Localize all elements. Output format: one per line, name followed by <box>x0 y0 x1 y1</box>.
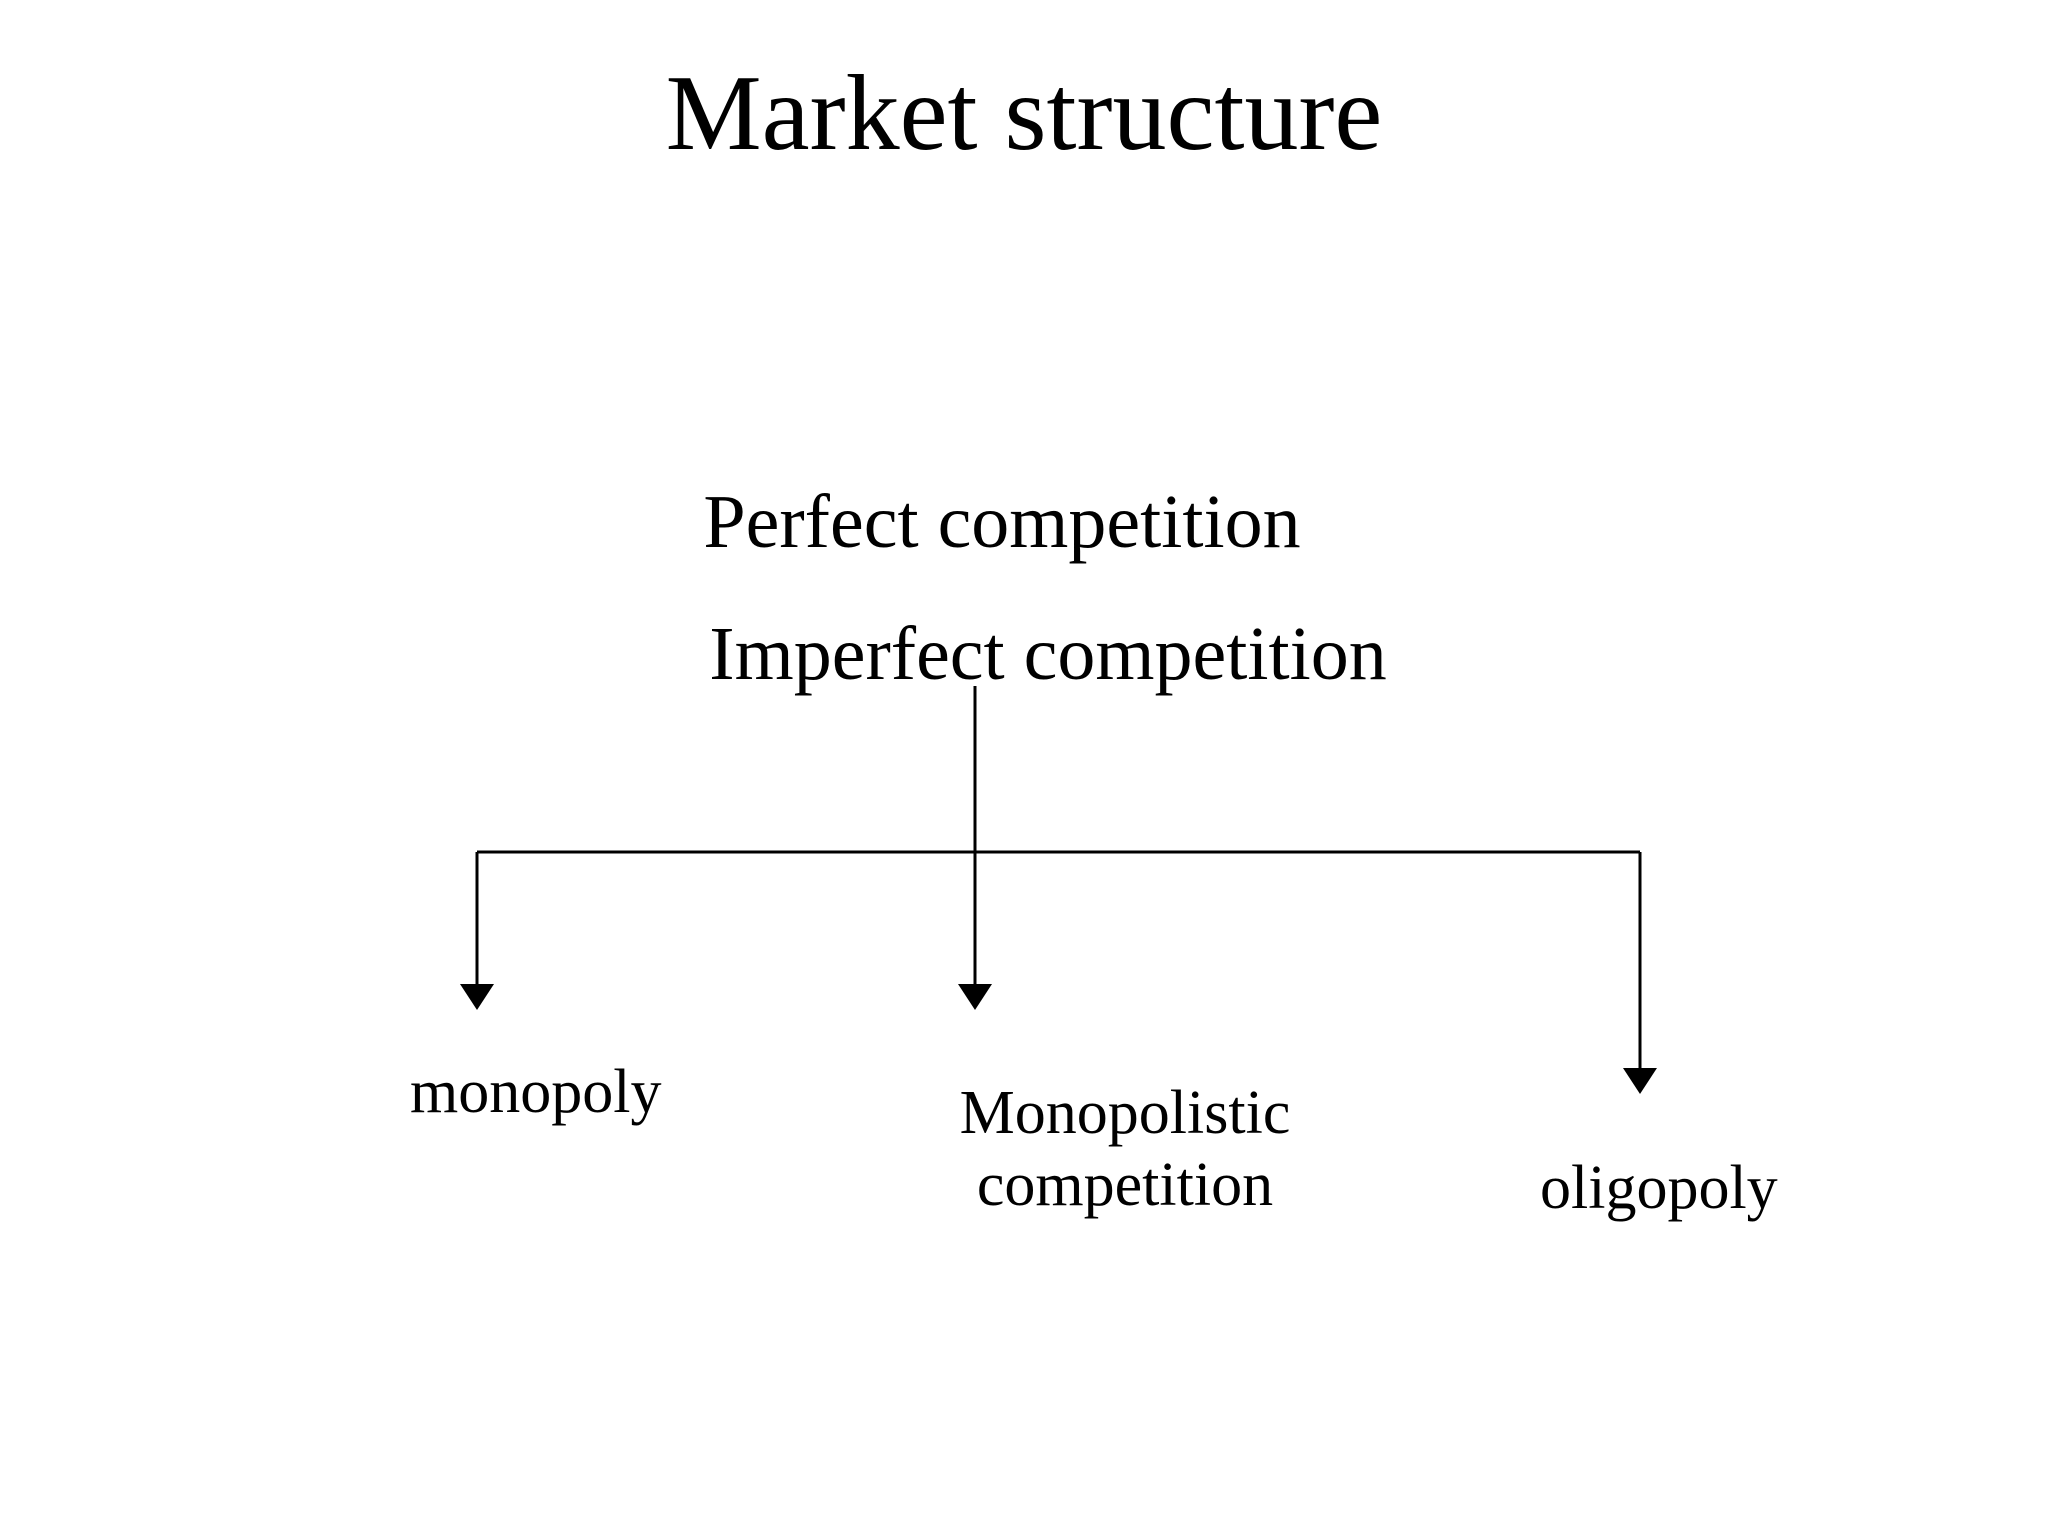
page-title: Market structure <box>665 54 1383 173</box>
arrowhead-left <box>460 984 494 1010</box>
node-monopolistic-competition-line2: competition <box>976 1150 1274 1219</box>
node-imperfect-competition: Imperfect competition <box>709 612 1387 696</box>
node-monopoly: monopoly <box>410 1058 662 1126</box>
node-perfect-competition: Perfect competition <box>703 480 1301 564</box>
node-oligopoly: oligopoly <box>1540 1154 1778 1222</box>
node-monopolistic-competition-line1: Monopolistic <box>959 1079 1291 1147</box>
arrowhead-middle <box>958 984 992 1010</box>
arrowhead-right <box>1623 1068 1657 1094</box>
